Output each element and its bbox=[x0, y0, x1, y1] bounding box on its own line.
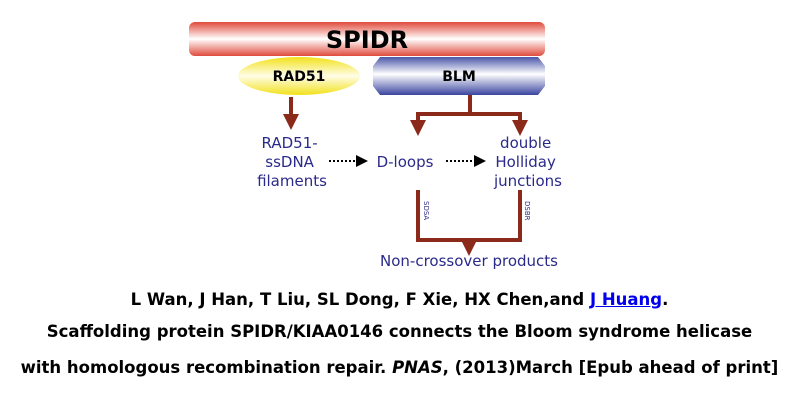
blm-hexagon bbox=[373, 57, 545, 95]
spidr-bar bbox=[189, 22, 545, 56]
authors-end: . bbox=[662, 290, 669, 309]
sdsa-label: SDSA bbox=[422, 201, 430, 220]
products-label: Non-crossover products bbox=[380, 252, 558, 270]
blm-branch bbox=[416, 95, 520, 116]
citation-authors: L Wan, J Han, T Liu, SL Dong, F Xie, HX … bbox=[0, 290, 799, 309]
filaments-label: RAD51- ssDNA filaments bbox=[257, 134, 327, 190]
publication-date: , (2013)March [Epub ahead of print] bbox=[442, 358, 779, 377]
author-link[interactable]: J Huang bbox=[589, 290, 663, 309]
title-end: with homologous recombination repair. bbox=[20, 358, 393, 377]
rad51-label: RAD51 bbox=[273, 69, 326, 85]
resolution-paths bbox=[416, 190, 522, 242]
dloops-label: D-loops bbox=[377, 153, 434, 171]
spidr-label: SPIDR bbox=[326, 26, 408, 54]
journal-name: PNAS bbox=[392, 358, 443, 377]
arrows bbox=[283, 95, 528, 256]
authors-text: L Wan, J Han, T Liu, SL Dong, F Xie, HX … bbox=[130, 290, 590, 309]
rad51-ellipse bbox=[238, 57, 360, 95]
dsbr-label: DSBR bbox=[523, 201, 531, 221]
citation-title: Scaffolding protein SPIDR/KIAA0146 conne… bbox=[46, 322, 753, 341]
citation-source: with homologous recombination repair. PN… bbox=[0, 358, 799, 377]
blm-label: BLM bbox=[442, 69, 476, 85]
junctions-label: double Holliday junctions bbox=[493, 134, 562, 190]
